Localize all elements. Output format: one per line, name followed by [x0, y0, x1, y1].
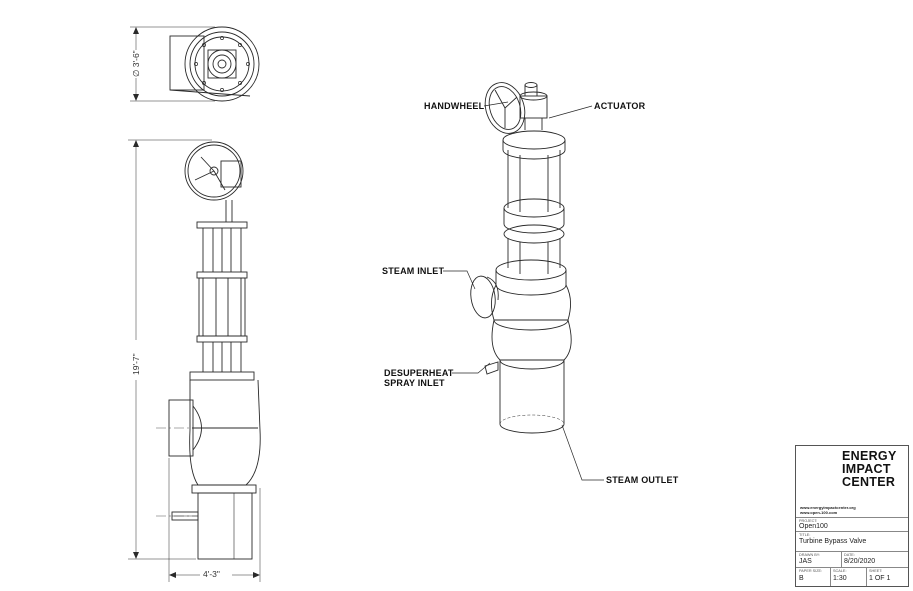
callout-handwheel: HANDWHEEL [424, 101, 485, 111]
front-view [128, 139, 261, 582]
title-row: TITLE: Turbine Bypass Valve [796, 531, 908, 552]
drawn-row: DRAWN BY: JAS DATE: 8/20/2020 [796, 551, 908, 568]
project-row: PROJECT: Open100 [796, 517, 908, 532]
project-value: Open100 [799, 523, 828, 530]
callout-actuator: ACTUATOR [594, 101, 646, 111]
logo-wordmark: ENERGY IMPACT CENTER [842, 449, 897, 489]
top-view [130, 26, 260, 102]
title-block: ENERGY IMPACT CENTER www.energyimpactcen… [795, 445, 909, 587]
callout-steam-inlet: STEAM INLET [382, 266, 445, 276]
scale-value: 1:30 [833, 575, 847, 582]
dimension-height: 19'-7" [131, 353, 141, 375]
isometric-view [470, 82, 572, 434]
title-value: Turbine Bypass Valve [799, 538, 867, 545]
sheet-row: PAPER SIZE: B SCALE: 1:30 SHEET: 1 OF 1 [796, 567, 908, 586]
paper-size-value: B [799, 575, 804, 582]
logo-urls: www.energyimpactcenter.org www.open-100.… [800, 505, 856, 515]
callout-steam-outlet: STEAM OUTLET [606, 475, 679, 485]
drawn-by-value: JAS [799, 558, 812, 565]
logo: ENERGY IMPACT CENTER [796, 446, 908, 506]
sheet-value: 1 OF 1 [869, 575, 891, 582]
callout-spray-inlet: SPRAY INLET [384, 378, 445, 388]
date-value: 8/20/2020 [844, 558, 876, 565]
leader-lines [443, 101, 604, 481]
dimension-width: 4'-3" [203, 569, 220, 579]
dimension-diameter: ∅ 3'-6" [131, 50, 141, 77]
callout-desuperheat: DESUPERHEAT [384, 368, 454, 378]
